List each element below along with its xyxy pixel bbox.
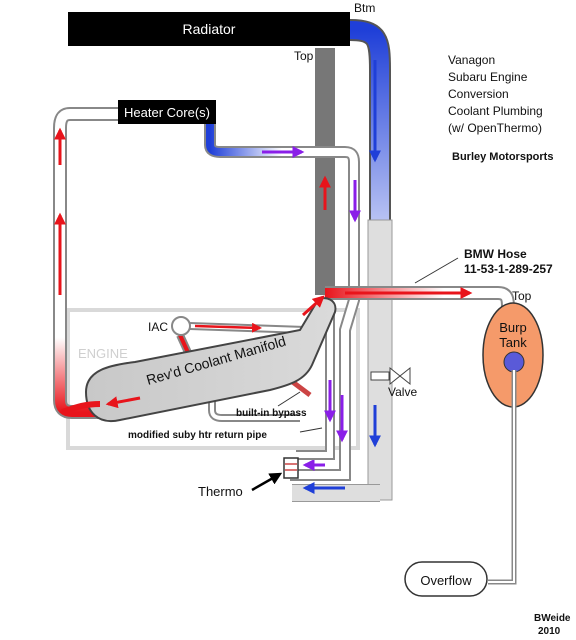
burp-label-2: Tank bbox=[499, 335, 527, 350]
title-line-1: Vanagon bbox=[448, 53, 495, 67]
valve-body-right bbox=[399, 366, 411, 386]
heater-core bbox=[118, 100, 216, 124]
bypass-leader bbox=[277, 391, 301, 407]
overflow-hose bbox=[488, 370, 515, 583]
iac-valve bbox=[171, 316, 191, 336]
overflow-tank bbox=[404, 561, 488, 597]
thermo-label: Thermo bbox=[198, 484, 243, 499]
title-line-3: Conversion bbox=[448, 87, 509, 101]
valve-label: Valve bbox=[388, 385, 417, 399]
valve-body-left bbox=[389, 366, 401, 386]
btm-label: Btm bbox=[354, 1, 375, 15]
burp-label-1: Burp bbox=[499, 320, 526, 335]
valve-stem bbox=[370, 371, 390, 381]
bypass-label: built-in bypass bbox=[236, 408, 307, 419]
top-label-burp: Top bbox=[512, 289, 532, 303]
radiator-return-pipe bbox=[349, 21, 389, 495]
bmw-hose-label-2: 11-53-1-289-257 bbox=[464, 262, 553, 276]
credit-author: BWeide bbox=[534, 613, 571, 624]
return-pipe-label: modified suby htr return pipe bbox=[128, 430, 267, 441]
bmw-hose-leader bbox=[414, 257, 459, 284]
coolant-manifold bbox=[84, 297, 337, 423]
title-line-4: Coolant Plumbing bbox=[448, 104, 543, 118]
flow-arrow-manifold-up bbox=[301, 295, 325, 317]
flow-arrow-manifold-left bbox=[105, 396, 141, 409]
top-label-radiator: Top bbox=[294, 49, 314, 63]
credit-year: 2010 bbox=[538, 626, 561, 637]
iac-label: IAC bbox=[148, 320, 168, 334]
thermostat bbox=[283, 457, 299, 479]
bmw-hose-label-1: BMW Hose bbox=[464, 247, 527, 261]
return-pipe-leader bbox=[299, 427, 323, 433]
heater-return-pipe bbox=[206, 124, 358, 479]
title-line-5: (w/ OpenThermo) bbox=[448, 121, 542, 135]
builtin-bypass bbox=[210, 395, 300, 420]
radiator bbox=[68, 12, 350, 46]
radiator-label: Radiator bbox=[183, 21, 236, 37]
overflow-label: Overflow bbox=[420, 573, 472, 588]
heater-core-label: Heater Core(s) bbox=[124, 105, 210, 120]
thermo-pointer bbox=[251, 472, 283, 492]
burp-tank-ball bbox=[503, 351, 525, 373]
engine-outline bbox=[66, 308, 360, 450]
radiator-return-lower-section bbox=[367, 219, 393, 501]
manifold-outlet bbox=[61, 401, 101, 415]
flow-arrow-iac bbox=[194, 322, 262, 333]
engine-label: ENGINE bbox=[78, 346, 128, 361]
company-label: Burley Motorsports bbox=[452, 151, 553, 163]
title-line-2: Subaru Engine bbox=[448, 70, 528, 84]
